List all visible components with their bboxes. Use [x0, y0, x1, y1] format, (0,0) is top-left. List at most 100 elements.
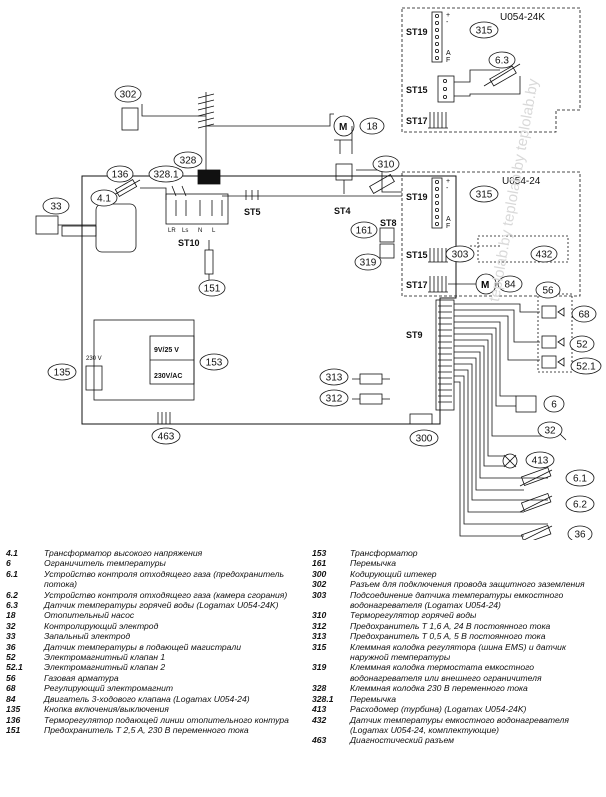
st15-k-connector — [437, 75, 455, 103]
callout-bubble-c52 — [569, 335, 595, 353]
legend-text: Разъем для подключения провода защитного… — [350, 579, 585, 590]
callout-bubble-c6_1 — [565, 469, 595, 487]
callout-bubble-c52_1 — [570, 357, 602, 375]
legend-number: 6.3 — [6, 600, 18, 611]
callout-bubble-c151 — [198, 279, 226, 297]
legend-text: Газовая арматура — [44, 672, 119, 683]
label-st5: ST5 — [244, 207, 261, 217]
st19-k-connector — [431, 11, 443, 63]
label-st17: ST17 — [406, 280, 428, 290]
legend-text: Кодирующий штекер — [350, 568, 437, 579]
legend-text: Трансформатор высокого напряжения — [44, 548, 203, 558]
motor-84 — [475, 273, 497, 295]
st19-k-pins — [434, 13, 439, 61]
legend-text: Регулирующий электромагнит — [44, 683, 174, 694]
legend-text: Датчик температуры в подающей магистрали — [44, 641, 241, 652]
legend-number: 328.1 — [312, 693, 334, 704]
legend-number: 153 — [312, 548, 327, 558]
callout-c52: 52 — [576, 340, 588, 351]
term-ls: Ls — [182, 228, 188, 234]
callout-bubble-c56 — [535, 281, 561, 299]
main-pcb-outline — [81, 175, 457, 425]
callout-bubble-c161 — [350, 221, 378, 239]
callout-bubble-c6_2 — [565, 495, 595, 513]
callout-bubble-c36 — [567, 525, 593, 540]
callout-c313: 313 — [326, 373, 343, 384]
label-st9: ST9 — [406, 330, 423, 340]
callout-bubble-c432 — [530, 245, 558, 263]
legend-text: Кнопка включения/выключения — [44, 704, 169, 715]
legend-text: Клеммная колодка термостата емкостного в… — [350, 662, 542, 683]
legend-text: Двигатель 3-ходового клапана (Logamax U0… — [44, 693, 250, 704]
legend-number: 463 — [312, 735, 327, 746]
legend-number: 303 — [312, 589, 327, 600]
term-l: L — [212, 228, 216, 234]
legend-number: 56 — [6, 672, 16, 683]
board-u054-24-outline — [401, 171, 581, 297]
legend-text: Трансформатор — [350, 548, 418, 558]
legend-number: 302 — [312, 579, 327, 590]
legend-number: 32 — [6, 620, 16, 631]
pin-minus-k: - — [446, 19, 449, 26]
legend-number: 18 — [6, 610, 16, 621]
callout-c312: 312 — [326, 394, 343, 405]
label-st19: ST19 — [406, 192, 428, 202]
transformer-9v-label: 9V/25 V — [154, 347, 179, 354]
callout-bubble-c313 — [319, 368, 349, 386]
label-st17-k: ST17 — [406, 116, 428, 126]
pin-plus: + — [446, 178, 450, 185]
legend-text: Предохранитель T 2,5 A, 230 В переменног… — [44, 724, 249, 735]
callout-bubble-c319 — [354, 253, 382, 271]
callout-bubble-c32 — [537, 421, 563, 439]
callout-c68: 68 — [578, 310, 590, 321]
callout-c310: 310 — [378, 160, 395, 171]
term-lr: LR — [168, 228, 176, 234]
callout-c36: 36 — [574, 530, 586, 541]
callout-c463: 463 — [158, 432, 175, 443]
callout-bubble-c18 — [359, 117, 385, 135]
callout-bubble-c463 — [151, 427, 181, 445]
legend-text: Контролирующий электрод — [44, 620, 159, 631]
callout-bubble-c303 — [445, 245, 475, 263]
callout-c4_1: 4.1 — [97, 194, 111, 205]
callout-c6: 6 — [551, 400, 557, 411]
callout-c33: 33 — [50, 202, 62, 213]
callout-c136: 136 — [112, 170, 129, 181]
callout-bubble-c84 — [497, 275, 523, 293]
callout-c328_1: 328.1 — [153, 170, 178, 181]
label-st19-k: ST19 — [406, 27, 428, 37]
callout-bubble-c302 — [114, 85, 142, 103]
legend-text: Датчик температуры емкостного водонагрев… — [350, 714, 569, 735]
legend-text: Ограничитель температуры — [44, 558, 166, 569]
callout-c153: 153 — [206, 358, 223, 369]
label-st15: ST15 — [406, 250, 428, 260]
callout-c302: 302 — [120, 90, 137, 101]
legend-text: Перемычка — [350, 693, 396, 704]
legend-text: Клеммная колодка 230 В переменного тока — [350, 683, 528, 694]
callout-c413: 413 — [532, 456, 549, 467]
legend-text: Устройство контроля отходящего газа (пре… — [44, 568, 284, 590]
legend-number: 6 — [6, 558, 11, 569]
callout-bubble-c310 — [372, 155, 400, 173]
callout-c315a: 315 — [476, 26, 493, 37]
label-u054-24k: U054-24K — [500, 12, 545, 23]
pin-f-k: F — [446, 57, 450, 64]
legend-text: Диагностический разъем — [350, 735, 455, 746]
legend-row: 302 Разъем для подключения провода защитн… — [312, 579, 602, 589]
callout-c6_1: 6.1 — [573, 474, 587, 485]
label-st15-k: ST15 — [406, 85, 428, 95]
callout-c84: 84 — [504, 280, 516, 291]
legend-text: Запальный электрод — [44, 631, 131, 642]
legend-number: 328 — [312, 683, 327, 694]
